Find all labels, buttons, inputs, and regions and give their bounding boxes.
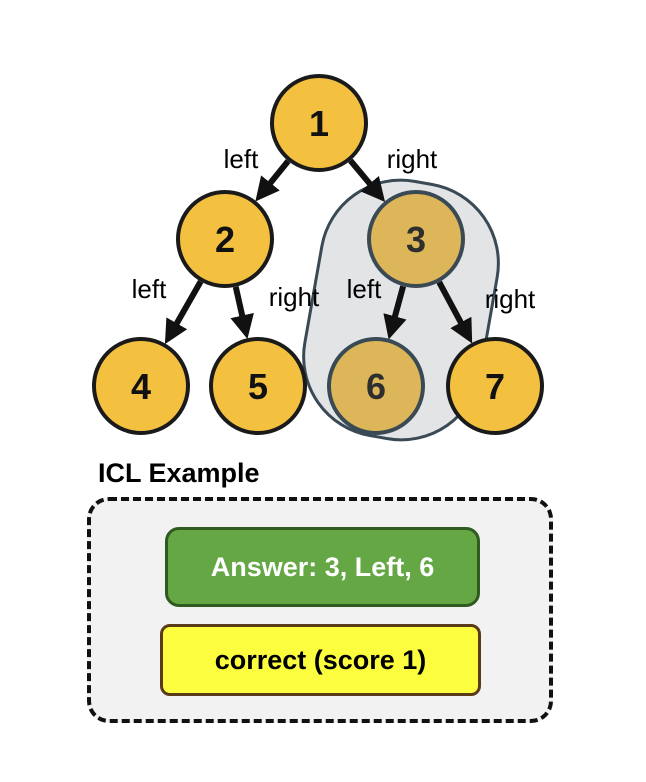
edge-label-1-2: left	[224, 144, 259, 174]
edge-arrow-1-2	[255, 159, 291, 202]
tree-node-label-4: 4	[131, 366, 151, 407]
icl-example-title: ICL Example	[98, 458, 260, 488]
score-box: correct (score 1)	[160, 624, 481, 696]
edge-arrow-3-6	[383, 285, 407, 340]
tree-node-3	[367, 190, 465, 288]
edge-label-1-3: right	[387, 144, 438, 174]
tree-node-label-6: 6	[366, 366, 386, 407]
tree-node-4	[92, 337, 190, 435]
edge-arrow-2-4	[164, 280, 204, 345]
edge-label-3-6: left	[347, 274, 382, 304]
tree-node-5	[209, 337, 307, 435]
tree-node-7	[446, 337, 544, 435]
edge-arrow-3-7	[436, 280, 473, 344]
tree-node-label-3: 3	[406, 219, 426, 260]
answer-box: Answer: 3, Left, 6	[165, 527, 480, 607]
tree-node-2	[176, 190, 274, 288]
edge-arrow-1-3	[348, 158, 386, 203]
edge-label-2-4: left	[132, 274, 167, 304]
tree-node-1	[270, 74, 368, 172]
tree-node-label-7: 7	[485, 366, 505, 407]
tree-node-6	[327, 337, 425, 435]
binary-tree-diagram: left right left right left right 1 2 3 4 5 6 7	[92, 74, 544, 442]
tree-node-label-2: 2	[215, 219, 235, 260]
edge-label-3-7: right	[485, 284, 536, 314]
edge-label-2-5: right	[269, 282, 320, 312]
tree-node-label-1: 1	[309, 103, 329, 144]
tree-node-label-5: 5	[248, 366, 268, 407]
edge-arrow-2-5	[230, 286, 254, 339]
